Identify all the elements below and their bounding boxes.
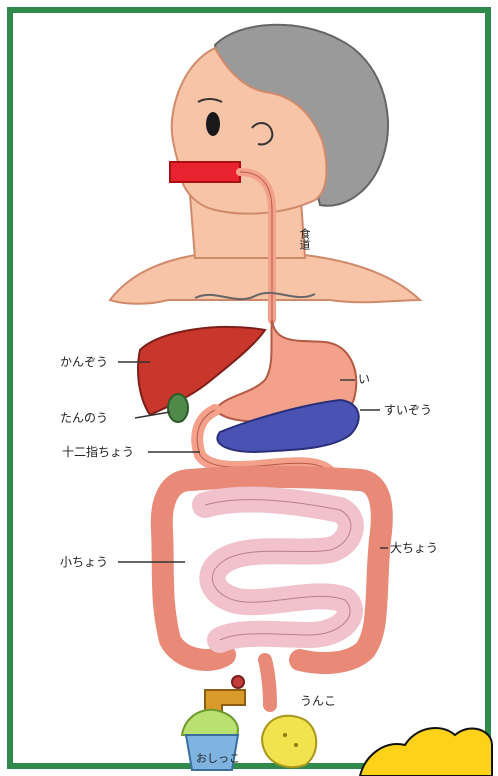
- label-esophagus: 食道: [298, 228, 310, 250]
- label-liver: かんぞう: [60, 355, 108, 369]
- label-pancreas: すいぞう: [384, 403, 432, 417]
- label-stomach: い: [358, 372, 370, 386]
- stool: [262, 716, 316, 767]
- lips: [170, 162, 240, 182]
- label-small-intestine: 小ちょう: [60, 555, 108, 569]
- cloud-decoration: [360, 728, 492, 776]
- label-urine: おしっこ: [196, 752, 240, 766]
- small-intestine: [205, 500, 351, 640]
- label-stool: うんこ: [300, 694, 336, 708]
- faucet-handle: [232, 676, 244, 688]
- label-duodenum: 十二指ちょう: [62, 445, 134, 459]
- label-large-intestine: 大ちょう: [390, 541, 438, 555]
- rectum: [265, 660, 270, 705]
- label-gallbladder: たんのう: [60, 411, 108, 425]
- shoulders: [110, 252, 420, 304]
- gallbladder: [168, 394, 188, 422]
- eye: [206, 112, 220, 136]
